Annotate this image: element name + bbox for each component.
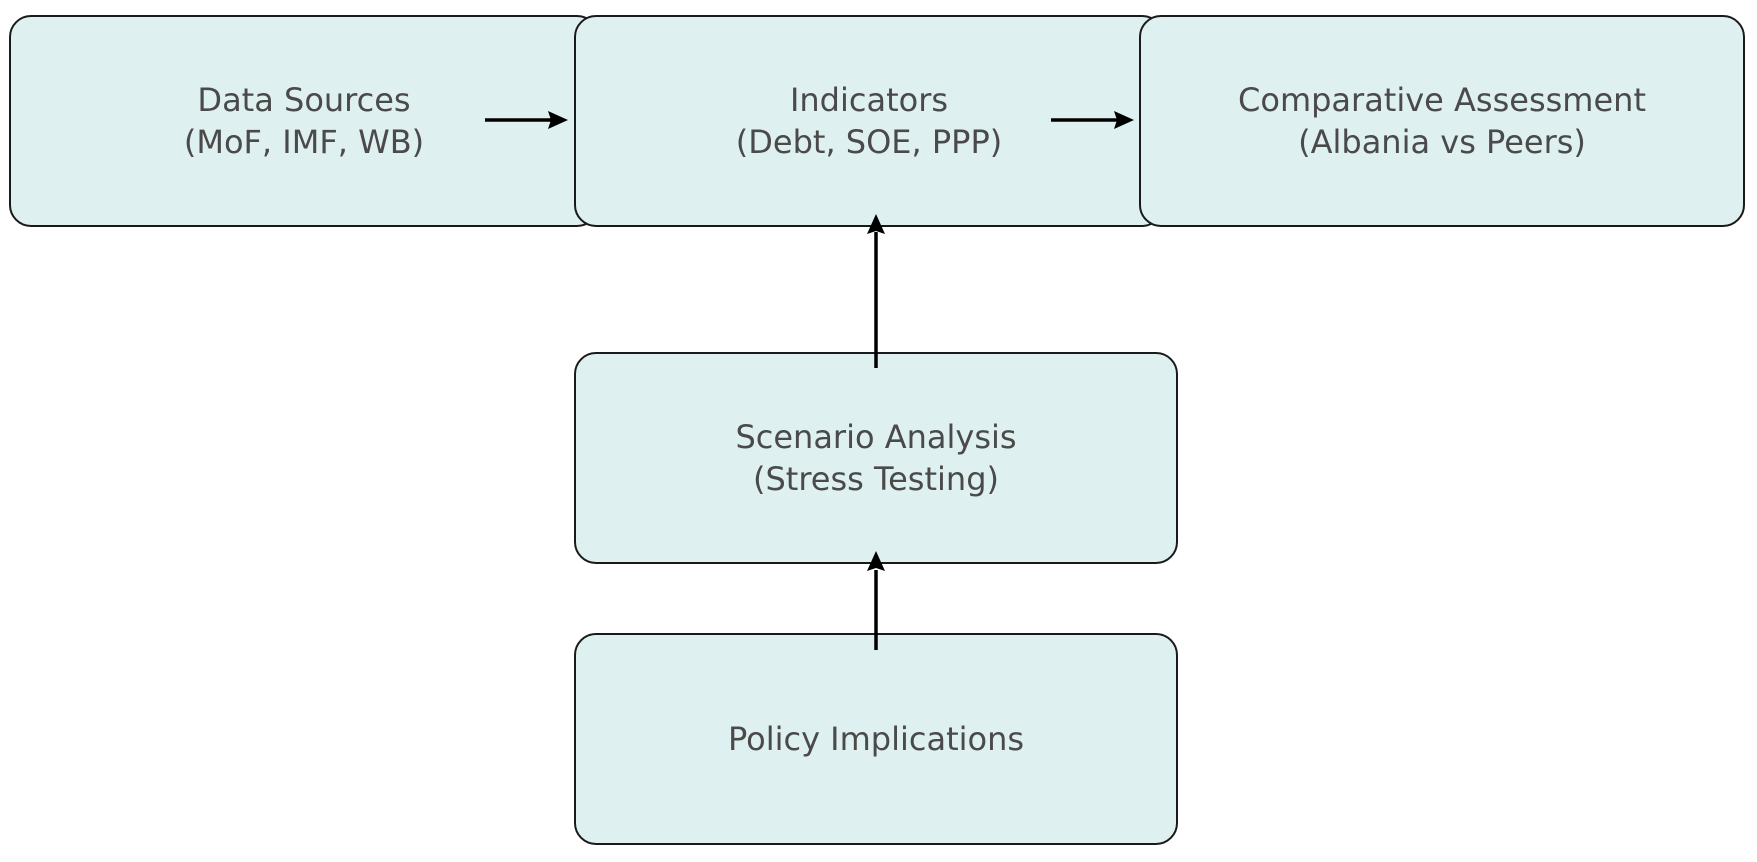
node-data-sources-title: Data Sources [197,81,411,119]
node-scenario-analysis-subtitle: (Stress Testing) [753,460,999,498]
node-comparative-assessment: Comparative Assessment (Albania vs Peers… [1139,15,1745,227]
node-policy-implications-title: Policy Implications [727,720,1025,758]
node-indicators: Indicators (Debt, SOE, PPP) [574,15,1164,227]
node-data-sources-subtitle: (MoF, IMF, WB) [183,123,425,161]
node-scenario-analysis-title: Scenario Analysis [735,418,1017,456]
node-comparative-assessment-title: Comparative Assessment [1238,81,1646,119]
node-data-sources: Data Sources (MoF, IMF, WB) [9,15,599,227]
node-policy-implications: Policy Implications [574,633,1178,845]
node-scenario-analysis: Scenario Analysis (Stress Testing) [574,352,1178,564]
node-comparative-assessment-subtitle: (Albania vs Peers) [1298,123,1586,161]
node-indicators-subtitle: (Debt, SOE, PPP) [735,123,1003,161]
node-indicators-title: Indicators [789,81,949,119]
